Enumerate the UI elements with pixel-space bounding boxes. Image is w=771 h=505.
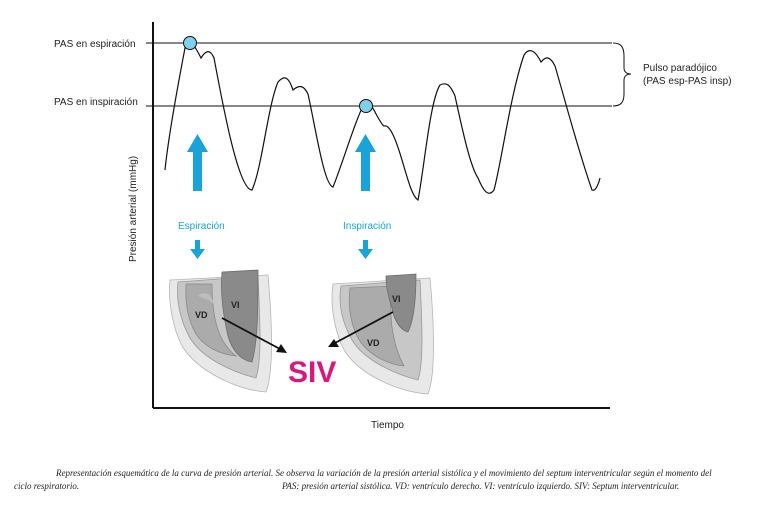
arterial-pressure-curve xyxy=(164,42,601,201)
vi-label-espiracion: VI xyxy=(231,300,240,310)
pulso-paradojico-brace xyxy=(612,42,632,107)
down-arrow-espiracion xyxy=(190,240,205,259)
y-axis-label: Presión arterial (mmHg) xyxy=(128,156,139,262)
pulso-paradojico-label: Pulso paradójico xyxy=(643,63,717,74)
down-arrow-inspiracion xyxy=(358,240,373,259)
pulso-paradojico-formula: (PAS esp-PAS insp) xyxy=(643,76,732,87)
up-arrow-espiracion xyxy=(187,134,208,191)
peak-marker-inspiracion xyxy=(359,99,373,113)
diagram-canvas: PAS en espiración PAS en inspiración Pul… xyxy=(54,22,732,431)
vd-label-inspiracion: VD xyxy=(367,338,380,348)
x-axis-label: Tiempo xyxy=(371,420,404,431)
siv-label: SIV xyxy=(288,356,336,389)
heart-espiracion: VD VI xyxy=(169,269,272,393)
caption-line-1: Representación esquemática de la curva d… xyxy=(56,468,712,478)
caption-line-2: ciclo respiratorio. PAS: presión arteria… xyxy=(14,480,764,493)
caption-line-2-abbrev: PAS: presión arterial sistólica. VD: ven… xyxy=(282,481,680,491)
heart-inspiracion: VI VD xyxy=(331,273,434,395)
caption-line-2-start: ciclo respiratorio. xyxy=(14,481,80,491)
up-arrow-inspiracion xyxy=(355,134,376,191)
pas-espiracion-label: PAS en espiración xyxy=(54,39,136,50)
septum-arrow-right xyxy=(328,311,394,347)
figure-caption: Representación esquemática de la curva d… xyxy=(14,467,764,493)
septum-arrow-left xyxy=(221,317,287,353)
vi-label-inspiracion: VI xyxy=(392,294,401,304)
peak-marker-espiracion xyxy=(183,36,197,50)
pas-inspiracion-label: PAS en inspiración xyxy=(54,97,138,108)
vd-label-espiracion: VD xyxy=(195,310,208,320)
espiracion-label: Espiración xyxy=(178,221,225,232)
inspiracion-label: Inspiración xyxy=(343,221,391,232)
